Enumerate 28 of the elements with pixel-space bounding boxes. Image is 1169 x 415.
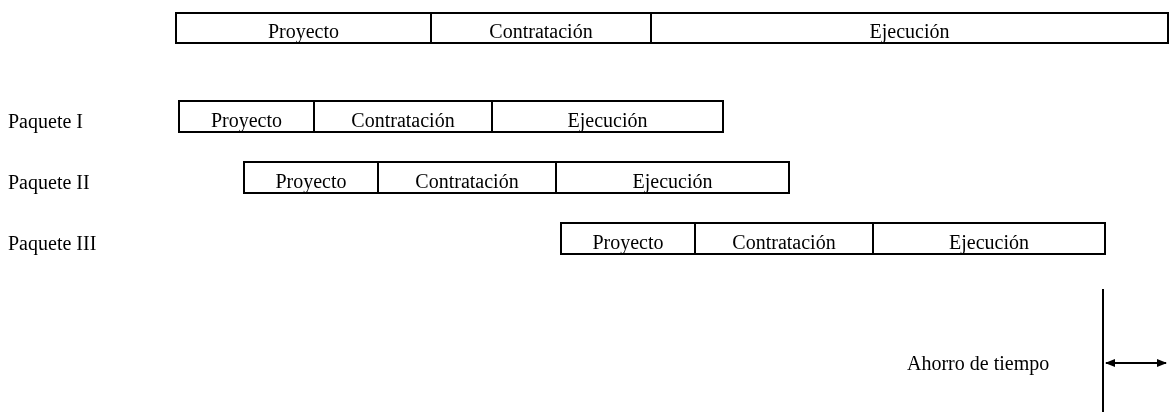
phase-segment: [560, 222, 696, 255]
phase-segment: [377, 161, 557, 194]
package-label: Paquete I: [8, 111, 83, 131]
phase-segment: [650, 12, 1169, 44]
package-label: Paquete III: [8, 233, 97, 253]
phase-label: Proyecto: [210, 110, 283, 130]
phase-label: Proyecto: [592, 232, 664, 252]
phase-label: Contratación: [351, 110, 455, 130]
time-saving-label: Ahorro de tiempo: [907, 353, 1050, 373]
phase-label: Ejecución: [567, 110, 648, 130]
phase-segment: [178, 100, 315, 133]
phase-segment: [555, 161, 790, 194]
package-label: Paquete II: [8, 172, 90, 192]
phase-segment: [694, 222, 874, 255]
phase-segment: [491, 100, 724, 133]
phase-segment: [430, 12, 652, 44]
phase-label: Ejecución: [949, 232, 1029, 252]
phase-label: Ejecución: [632, 171, 713, 191]
phase-label: Contratación: [732, 232, 836, 252]
phase-label: Ejecución: [869, 21, 950, 41]
phase-segment: [175, 12, 432, 44]
phase-segment: [243, 161, 379, 194]
phase-label: Proyecto: [275, 171, 347, 191]
phase-label: Proyecto: [267, 21, 340, 41]
phase-label: Contratación: [415, 171, 519, 191]
phase-label: Contratación: [489, 21, 593, 41]
phase-segment: [313, 100, 493, 133]
phase-segment: [872, 222, 1106, 255]
